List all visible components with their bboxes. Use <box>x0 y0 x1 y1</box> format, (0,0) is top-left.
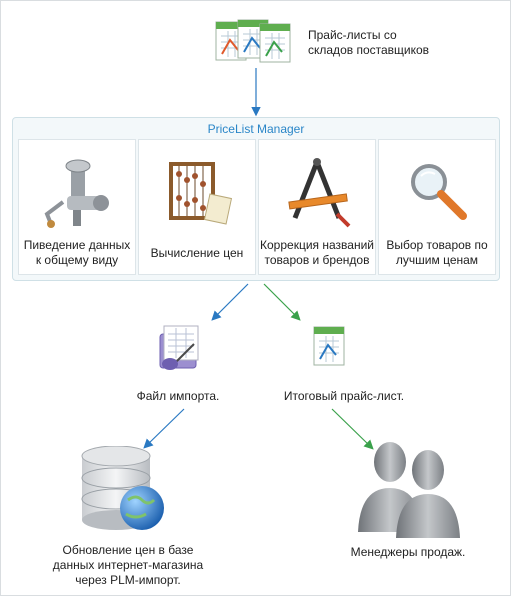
card-label-line2: товаров и брендов <box>264 253 370 267</box>
spreadsheet-icon <box>313 326 345 366</box>
card-label-line1: Пиведение данных <box>23 238 131 252</box>
arrow-manager-to-final <box>263 283 301 321</box>
source-label-line2: складов поставщиков <box>308 43 430 57</box>
source-label-line1: Прайс-листы со <box>308 28 397 42</box>
arrow-manager-to-import <box>211 283 249 321</box>
card-label: Выбор товаров по лучшим ценам <box>379 238 495 268</box>
arrow-final-to-managers <box>331 408 374 450</box>
meat-grinder-icon <box>44 159 109 228</box>
card-label-line2: лучшим ценам <box>395 253 479 267</box>
final-list-label: Итоговый прайс-лист. <box>283 389 405 403</box>
card-label-line2: к общему виду <box>35 253 119 267</box>
import-file-label: Файл импорта. <box>136 389 220 403</box>
manager-title: PriceList Manager <box>207 122 305 136</box>
spreadsheet-stack-icon <box>215 19 291 63</box>
arrow-import-to-database <box>143 408 185 449</box>
pricelist-manager-panel: PriceList Manager Пиведение данных к общ… <box>12 117 500 281</box>
card-label: Пиведение данных к общему виду <box>19 238 135 268</box>
database-label-line2: данных интернет-магазина <box>52 558 204 572</box>
card-label-line1: Вычисление цен <box>150 246 244 260</box>
drafting-tools-icon <box>288 158 351 228</box>
magnifier-icon <box>411 164 467 220</box>
abacus-icon <box>169 162 233 225</box>
card-label-line1: Выбор товаров по <box>386 238 488 252</box>
people-icon <box>358 442 460 538</box>
card-best-price-selection: Выбор товаров по лучшим ценам <box>378 139 496 275</box>
database-label-line1: Обновление цен в базе <box>62 543 194 557</box>
card-data-normalization: Пиведение данных к общему виду <box>18 139 136 275</box>
card-price-calculation: Вычисление цен <box>138 139 256 275</box>
card-label: Вычисление цен <box>139 246 255 261</box>
import-file-icon <box>159 325 199 370</box>
card-label-line1: Коррекция названий <box>260 238 374 252</box>
card-name-correction: Коррекция названий товаров и брендов <box>258 139 376 275</box>
source-label: Прайс-листы со складов поставщиков <box>308 28 458 58</box>
database-label: Обновление цен в базе данных интернет-ма… <box>28 543 228 588</box>
card-label: Коррекция названий товаров и брендов <box>259 238 375 268</box>
database-label-line3: через PLM-импорт. <box>75 573 181 587</box>
managers-label: Менеджеры продаж. <box>350 545 466 559</box>
database-globe-icon <box>81 446 164 530</box>
